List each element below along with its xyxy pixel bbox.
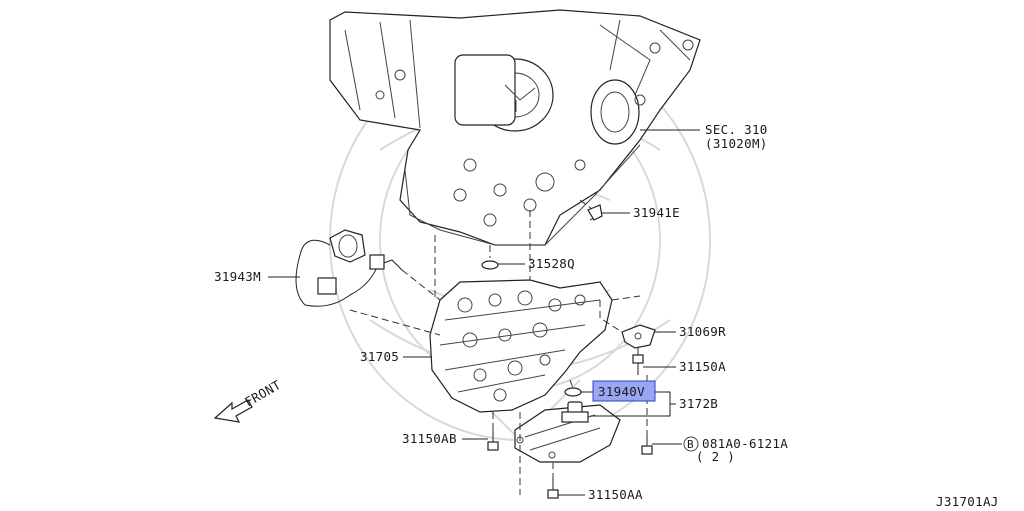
label-31150a[interactable]: 31150A bbox=[679, 359, 726, 374]
label-31069r[interactable]: 31069R bbox=[679, 324, 726, 339]
label-31940v[interactable]: 31940V bbox=[598, 384, 645, 399]
assembly-lines bbox=[349, 199, 648, 495]
diagram-id: J31701AJ bbox=[936, 494, 999, 509]
harness-31943m bbox=[295, 229, 403, 307]
label-sec310[interactable]: SEC. 310 bbox=[705, 122, 768, 137]
bracket-31069r bbox=[621, 324, 656, 349]
bolt-31150aa bbox=[547, 478, 559, 499]
label-31528q[interactable]: 31528Q bbox=[528, 256, 575, 271]
front-label: FRONT bbox=[242, 377, 284, 410]
label-31150ab[interactable]: 31150AB bbox=[402, 431, 457, 446]
bolt-31150a bbox=[632, 354, 644, 375]
label-31705[interactable]: 31705 bbox=[360, 349, 399, 364]
label-31150aa[interactable]: 31150AA bbox=[588, 487, 643, 502]
bolt-081a0 bbox=[641, 434, 653, 455]
highlight-31940v[interactable] bbox=[592, 380, 656, 402]
bolt-31150ab bbox=[487, 430, 499, 451]
transmission-case bbox=[329, 9, 701, 246]
label-31943m[interactable]: 31943M bbox=[214, 269, 261, 284]
clip-31941e bbox=[587, 204, 603, 221]
label-081a0-qty: ( 2 ) bbox=[696, 449, 735, 464]
label-31941e[interactable]: 31941E bbox=[633, 205, 680, 220]
label-081a0[interactable]: 081A0-6121A bbox=[702, 436, 788, 451]
label-bolt-circle: B bbox=[687, 438, 694, 451]
leader-lines bbox=[268, 129, 700, 496]
control-valve-31705 bbox=[429, 279, 613, 413]
oring-31528q bbox=[481, 260, 499, 270]
label-sec310-ref[interactable]: (31020M) bbox=[705, 136, 768, 151]
bolt-circle-icon bbox=[683, 436, 699, 452]
oring-31940v bbox=[564, 387, 582, 397]
strainer-3172b bbox=[514, 401, 621, 463]
label-3172b[interactable]: 3172B bbox=[679, 396, 718, 411]
front-arrow: FRONT bbox=[213, 377, 284, 423]
